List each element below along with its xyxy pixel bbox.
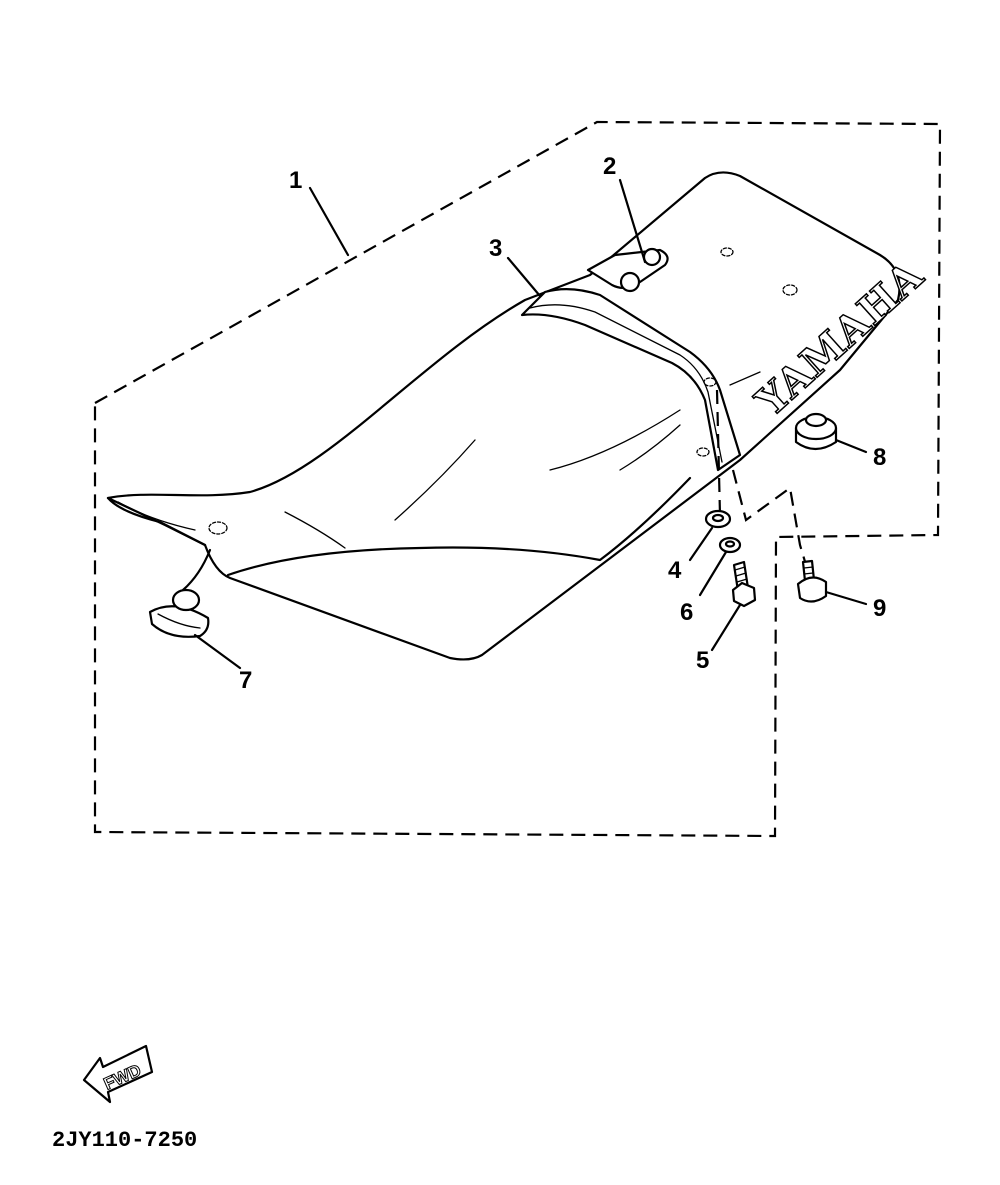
grommet-7: [148, 588, 210, 638]
callout-3: 3: [489, 235, 502, 262]
callout-2: 2: [603, 153, 616, 180]
leader-7b: [181, 548, 212, 592]
diagram-code: 2JY110-7250: [52, 1128, 197, 1153]
assembly-boundary: [93, 120, 942, 838]
leader-2: [618, 178, 647, 264]
leader-7: [193, 633, 242, 670]
callout-5: 5: [696, 647, 709, 674]
bolt-5: [731, 560, 757, 608]
seat-strap: [520, 288, 742, 472]
damper-8: [794, 412, 838, 451]
callout-4: 4: [668, 557, 682, 584]
callout-1: 1: [289, 167, 302, 194]
leader-1: [308, 186, 350, 257]
leader-9: [824, 590, 868, 606]
callout-8: 8: [873, 444, 886, 471]
leader-8: [834, 438, 868, 454]
seat-body: [106, 171, 901, 661]
bolt-9: [796, 559, 828, 603]
washer-6: [718, 536, 742, 554]
leader-4: [688, 526, 714, 562]
callout-7: 7: [239, 667, 252, 694]
callout-6: 6: [680, 599, 693, 626]
leader-6: [698, 550, 728, 597]
callout-9: 9: [873, 595, 886, 622]
forward-arrow-icon: FWD: [82, 1044, 154, 1104]
leader-3: [506, 256, 542, 298]
leader-5: [710, 603, 742, 652]
washer-4: [704, 509, 732, 529]
